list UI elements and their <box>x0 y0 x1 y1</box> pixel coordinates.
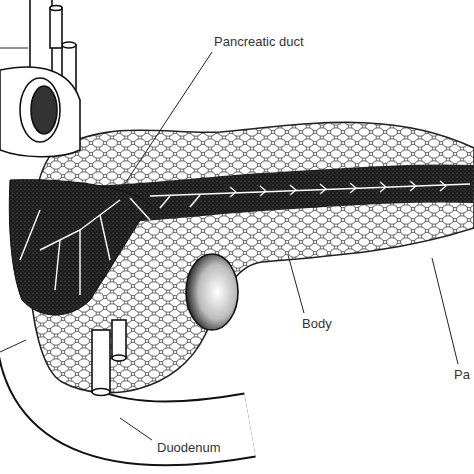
part-label: Pa <box>452 367 472 383</box>
part-label: Duodenum <box>155 440 223 456</box>
part-label: Body <box>300 316 334 332</box>
duct-label: Pancreatic duct <box>212 34 306 50</box>
